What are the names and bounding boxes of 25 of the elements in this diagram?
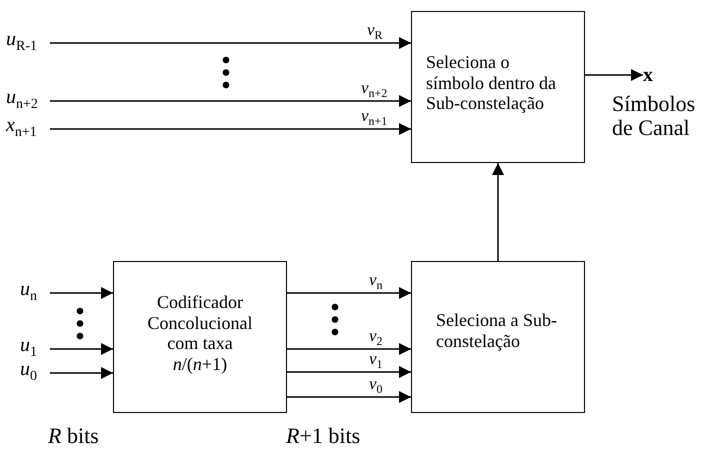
arrow: [492, 163, 504, 261]
process-box: [113, 261, 287, 413]
arrow: [50, 367, 113, 379]
process-box: [411, 11, 585, 163]
arrow: [585, 69, 643, 81]
arrow: [287, 343, 411, 355]
input-label: x$_{n+1}$: [6, 114, 37, 141]
box-label: Seleciona a Sub-constelação: [436, 310, 558, 352]
node-label: Símbolos de Canal: [612, 92, 696, 140]
box-label: Seleciona o símbolo dentro da Sub-constelação: [426, 52, 557, 114]
input-label: u$_{R-1}$: [6, 28, 37, 55]
input-label: u$_{n}$: [20, 278, 37, 305]
input-label: u$_{n+2}$: [6, 86, 38, 113]
arrow: [50, 123, 411, 135]
output-label: x: [643, 64, 653, 87]
box-label: Codificador Concolucional com taxa n/(n+1): [146, 292, 254, 375]
input-label: u$_{0}$: [20, 358, 37, 385]
arrow: [287, 366, 411, 378]
process-box: [411, 261, 585, 413]
input-label: u$_{1}$: [20, 334, 37, 361]
arrow: [50, 287, 113, 299]
arrow: [50, 37, 411, 49]
arrow: [50, 95, 411, 107]
arrow: [50, 343, 113, 355]
arrow: [287, 287, 411, 299]
